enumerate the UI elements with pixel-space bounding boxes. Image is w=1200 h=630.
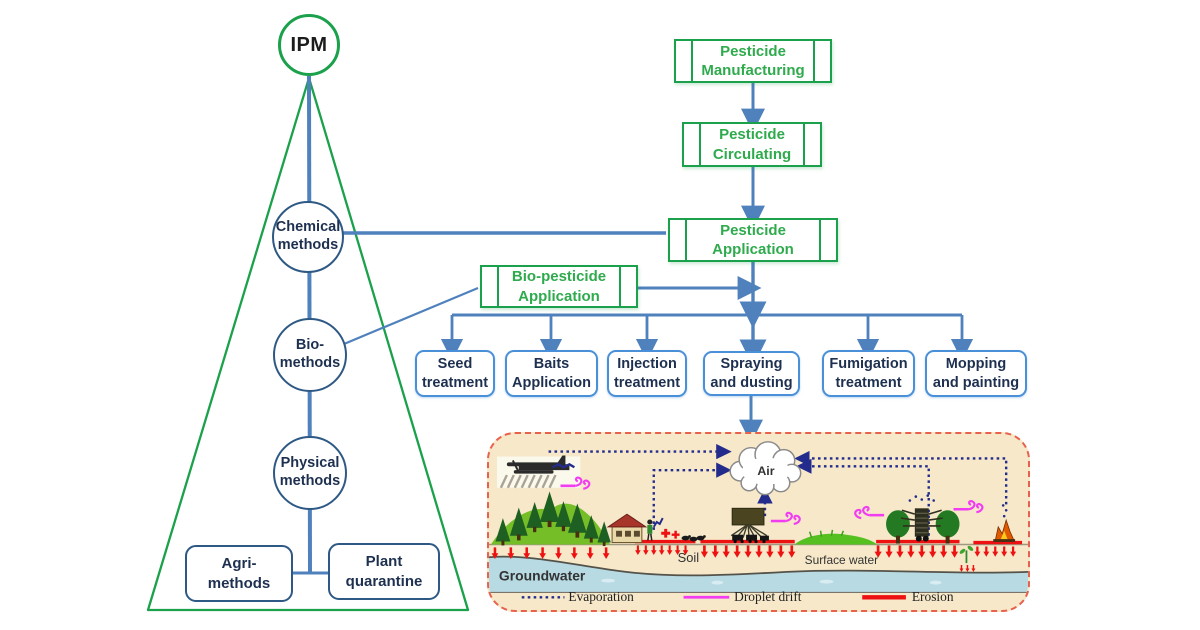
treatment-box-spraying: Spraying and dusting	[703, 351, 800, 396]
treatment-label-line: and painting	[932, 374, 1020, 391]
process-box-pesticide-manufacturing: Pesticide Manufacturing	[674, 39, 832, 83]
node-label-line: methods	[207, 574, 271, 592]
evaporation-paths	[548, 443, 1008, 536]
treatment-label-line: Mopping	[945, 355, 1007, 372]
treatment-label-line: Seed	[437, 355, 473, 372]
treatment-label-line: and dusting	[710, 374, 793, 391]
process-label-line: Pesticide	[720, 42, 786, 60]
process-box-pesticide-application: Pesticide Application	[668, 218, 838, 262]
process-box-pesticide-circulating: Pesticide Circulating	[682, 122, 822, 167]
environment-legend: Evaporation Droplet drift Erosion	[521, 589, 954, 604]
treatment-label-line: treatment	[835, 374, 902, 391]
pyramid-node-chemical-methods: Chemical methods	[272, 201, 344, 273]
orchard-sprayer-icon	[886, 494, 960, 544]
treatment-box-mopping: Mopping and painting	[925, 350, 1027, 397]
groundwater-band	[489, 555, 1028, 593]
surface-water-label: Surface water	[805, 553, 878, 567]
node-label-line: Bio-	[295, 337, 325, 354]
evaporation-legend-label: Evaporation	[568, 589, 634, 604]
node-label: IPM	[290, 33, 328, 56]
groundwater-label: Groundwater	[499, 569, 586, 584]
treatment-label-line: Injection	[617, 355, 677, 372]
treatment-box-fumigation: Fumigation treatment	[822, 350, 915, 397]
node-label-line: Plant	[365, 553, 403, 570]
node-label-line: methods	[279, 473, 341, 489]
surface-water-patch	[794, 529, 878, 545]
node-label-line: Physical	[280, 455, 340, 472]
treatment-box-seed: Seed treatment	[415, 350, 495, 397]
pyramid-node-physical-methods: Physical methods	[273, 436, 347, 510]
environment-panel: Air	[487, 432, 1030, 612]
process-label-line: Application	[518, 287, 600, 305]
house-icon	[606, 513, 648, 544]
tractor-sprayer-icon	[730, 507, 769, 544]
ipm-pyramid-triangle	[146, 76, 470, 612]
hill-trees-icon	[490, 491, 611, 547]
pyramid-box-agri-methods: Agri- methods	[185, 545, 293, 602]
crop-duster-plane-icon	[496, 455, 581, 489]
treatment-box-baits: Baits Application	[505, 350, 598, 397]
process-label-line: Pesticide	[719, 126, 785, 143]
process-label-line: Pesticide	[720, 221, 786, 239]
soil-label: Soil	[678, 550, 700, 565]
burning-residue-icon	[993, 504, 1016, 543]
node-label-line: Chemical	[275, 219, 341, 236]
air-label: Air	[757, 464, 774, 478]
treatment-label-line: Spraying	[720, 355, 783, 372]
pyramid-node-bio-methods: Bio- methods	[273, 318, 347, 392]
treatment-label-line: treatment	[613, 374, 681, 391]
node-label-line: methods	[279, 355, 341, 371]
process-label-line: Application	[712, 241, 794, 258]
process-box-bio-pesticide-application: Bio-pesticide Application	[480, 265, 638, 308]
treatment-label-line: Fumigation	[829, 355, 908, 372]
erosion-surface-lines	[634, 539, 1023, 545]
treatment-box-injection: Injection treatment	[607, 350, 687, 397]
process-label-line: Manufacturing	[701, 62, 805, 79]
erosion-legend-label: Erosion	[912, 589, 954, 604]
process-label-line: Circulating	[712, 145, 792, 163]
farmer-icon	[647, 517, 706, 542]
air-cloud-icon: Air	[729, 441, 802, 496]
treatment-label-line: Baits	[533, 355, 570, 372]
treatment-label-line: treatment	[421, 374, 489, 391]
node-label-line: Agri-	[221, 555, 257, 572]
pyramid-node-ipm: IPM	[278, 14, 340, 76]
bio-to-biopesticide-line	[343, 286, 479, 346]
node-label-line: methods	[277, 237, 339, 253]
seedling-icon	[959, 545, 974, 564]
treatment-label-line: Application	[512, 374, 591, 391]
environment-scene: Air	[489, 441, 1028, 604]
droplet-drift-legend-label: Droplet drift	[734, 589, 802, 604]
process-label-line: Bio-pesticide	[511, 268, 607, 285]
node-label-line: quarantine	[345, 572, 423, 590]
pyramid-box-plant-quarantine: Plant quarantine	[328, 543, 440, 600]
